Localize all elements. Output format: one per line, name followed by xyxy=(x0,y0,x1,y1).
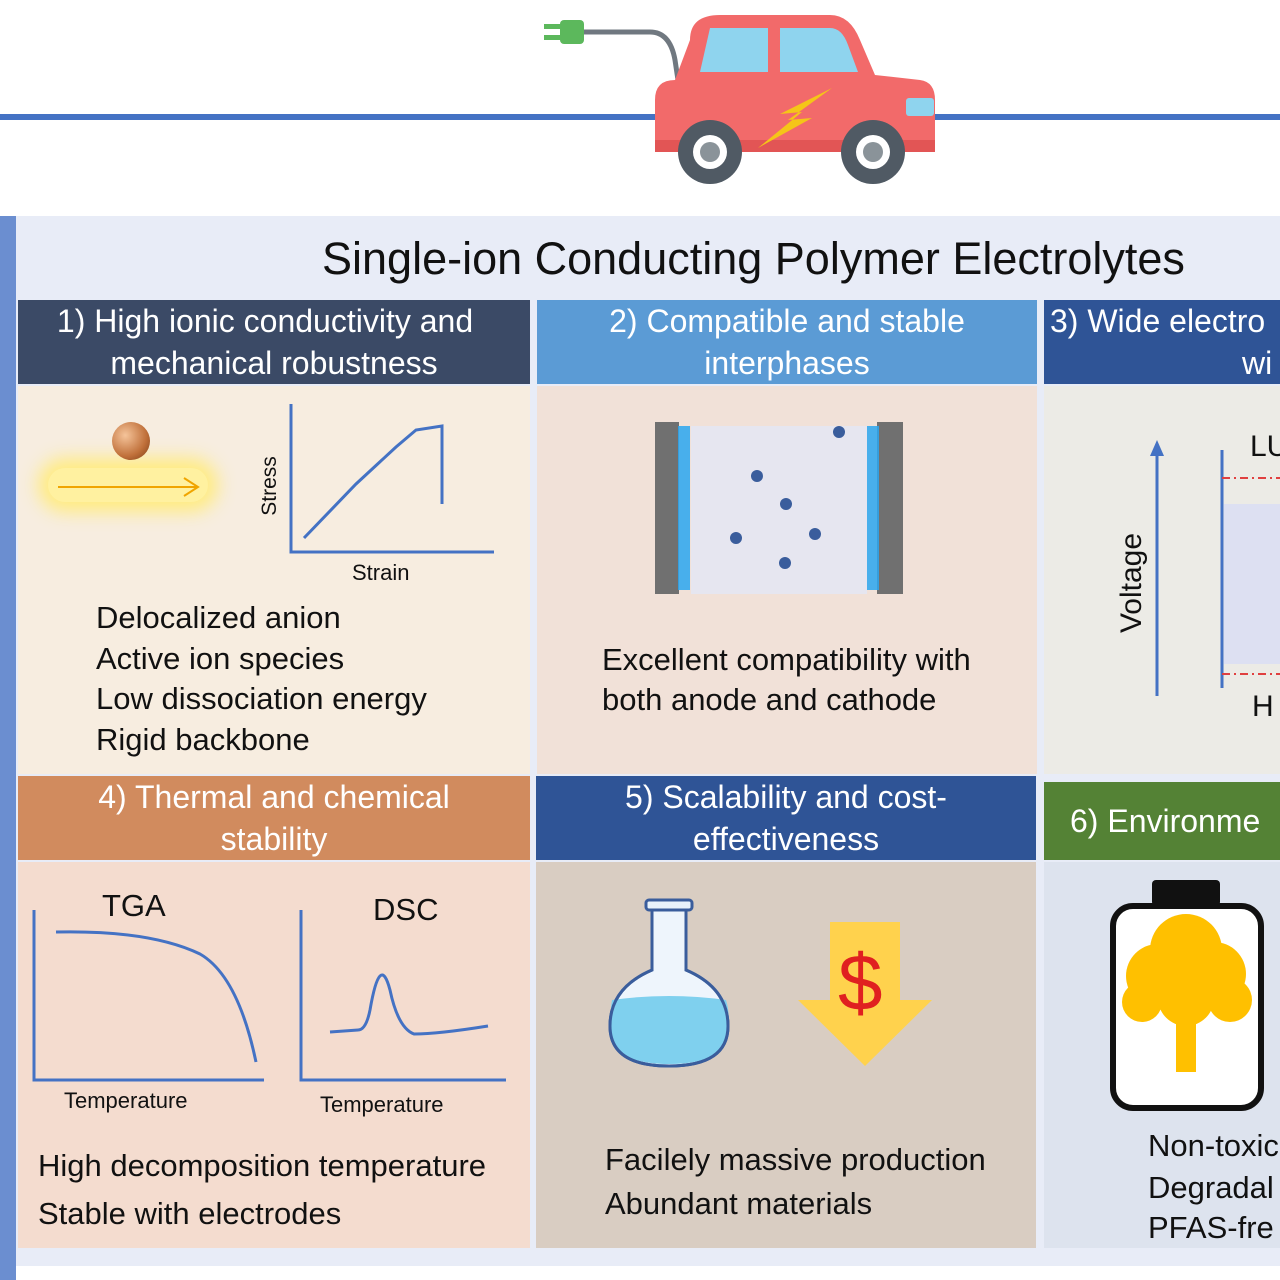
dsc-chart xyxy=(299,910,506,1082)
p5-text-1: Facilely massive production xyxy=(605,1142,986,1177)
p4-text-2: Stable with electrodes xyxy=(38,1196,342,1231)
dollar-down-arrow-icon xyxy=(798,922,932,1066)
p2-text-1: Excellent compatibility with xyxy=(602,642,971,677)
panel-2-header: 2) Compatible and stable interphases xyxy=(537,300,1037,384)
dollar-sign: $ xyxy=(838,938,883,1027)
dsc-curve xyxy=(329,973,489,1036)
cable xyxy=(582,29,681,81)
tga-x-label: Temperature xyxy=(64,1088,188,1113)
ev-car-icon xyxy=(544,15,935,184)
panel-4-header-line-2: stability xyxy=(220,821,328,857)
panel-6-header: 6) Environme xyxy=(1044,782,1280,860)
stress-strain-chart xyxy=(289,404,494,554)
homo-label: H xyxy=(1252,690,1274,723)
stress-strain-axes xyxy=(289,404,494,554)
tga-axes xyxy=(32,910,264,1082)
dsc-x-label: Temperature xyxy=(320,1092,444,1117)
panel-1-header-line-1: 1) High ionic conductivity and xyxy=(56,303,474,339)
panel-4-body: TGA DSC Temperature Temperature High dec… xyxy=(18,862,530,1248)
p6-text-1: Non-toxic xyxy=(1148,1128,1279,1163)
page-title: Single-ion Conducting Polymer Electrolyt… xyxy=(322,233,1185,284)
panel-5-header-line-2: effectiveness xyxy=(692,821,880,857)
p6-text-3: PFAS-fre xyxy=(1148,1210,1274,1245)
electrolyte-cell-diagram xyxy=(655,422,903,594)
panel-6-body: Non-toxic Degradal PFAS-fre xyxy=(1044,862,1280,1248)
p1-bullet-3: Low dissociation energy xyxy=(96,681,427,716)
voltage-window-diagram xyxy=(1150,440,1280,696)
p4-text-1: High decomposition temperature xyxy=(38,1148,487,1183)
p1-bullet-4: Rigid backbone xyxy=(96,722,310,757)
dsc-label: DSC xyxy=(373,892,439,927)
p6-text-2: Degradal xyxy=(1148,1170,1274,1205)
stress-axis-label: Stress xyxy=(257,456,281,516)
stress-strain-curve xyxy=(302,424,444,540)
panel-5-body: $ Facilely massive production Abundant m… xyxy=(536,862,1036,1248)
left-frame-bar xyxy=(0,216,16,1280)
strain-axis-label: Strain xyxy=(352,560,410,585)
panel-4-header-line-1: 4) Thermal and chemical xyxy=(98,779,450,815)
panel-5-header: 5) Scalability and cost- effectiveness xyxy=(536,776,1036,860)
wheel-front xyxy=(841,120,905,184)
p1-bullet-1: Delocalized anion xyxy=(96,600,341,635)
flask-icon xyxy=(608,898,730,1068)
panel-4-header: 4) Thermal and chemical stability xyxy=(18,776,530,860)
battery-tree-icon xyxy=(1110,880,1264,1111)
ion-glow xyxy=(48,468,208,502)
tga-label: TGA xyxy=(102,888,166,923)
tga-curve xyxy=(55,930,258,1063)
lumo-label: LU xyxy=(1250,430,1280,463)
p5-text-2: Abundant materials xyxy=(605,1186,873,1221)
plug-icon xyxy=(544,20,584,44)
dsc-axes xyxy=(299,910,506,1082)
p2-text-2: both anode and cathode xyxy=(602,682,937,717)
panel-3-header: 3) Wide electro wi xyxy=(1044,300,1280,384)
panel-3-header-line-2: wi xyxy=(1242,345,1273,381)
panel-6-header-line-1: 6) Environme xyxy=(1070,803,1261,839)
tga-chart xyxy=(32,910,264,1082)
lightning-bolt-icon xyxy=(758,88,832,148)
panel-3-body: Voltage LU H xyxy=(1044,386,1280,774)
ion-sphere-icon xyxy=(112,422,150,460)
p1-bullet-2: Active ion species xyxy=(96,641,345,676)
ion-arrow-icon xyxy=(58,477,200,497)
panel-1-body: Stress Strain Delocalized anion Active i… xyxy=(18,386,530,774)
top-line xyxy=(0,114,1280,120)
panel-1-header-line-2: mechanical robustness xyxy=(110,345,438,381)
panel-2-header-line-1: 2) Compatible and stable xyxy=(609,303,965,339)
panel-3-header-line-1: 3) Wide electro xyxy=(1050,303,1266,339)
wheel-rear xyxy=(678,120,742,184)
panel-2-header-line-2: interphases xyxy=(704,345,870,381)
voltage-axis-label: Voltage xyxy=(1115,532,1149,634)
panel-2-body: Excellent compatibility with both anode … xyxy=(537,386,1037,774)
panel-1-header: 1) High ionic conductivity and mechanica… xyxy=(18,300,530,384)
panel-5-header-line-1: 5) Scalability and cost- xyxy=(625,779,947,815)
